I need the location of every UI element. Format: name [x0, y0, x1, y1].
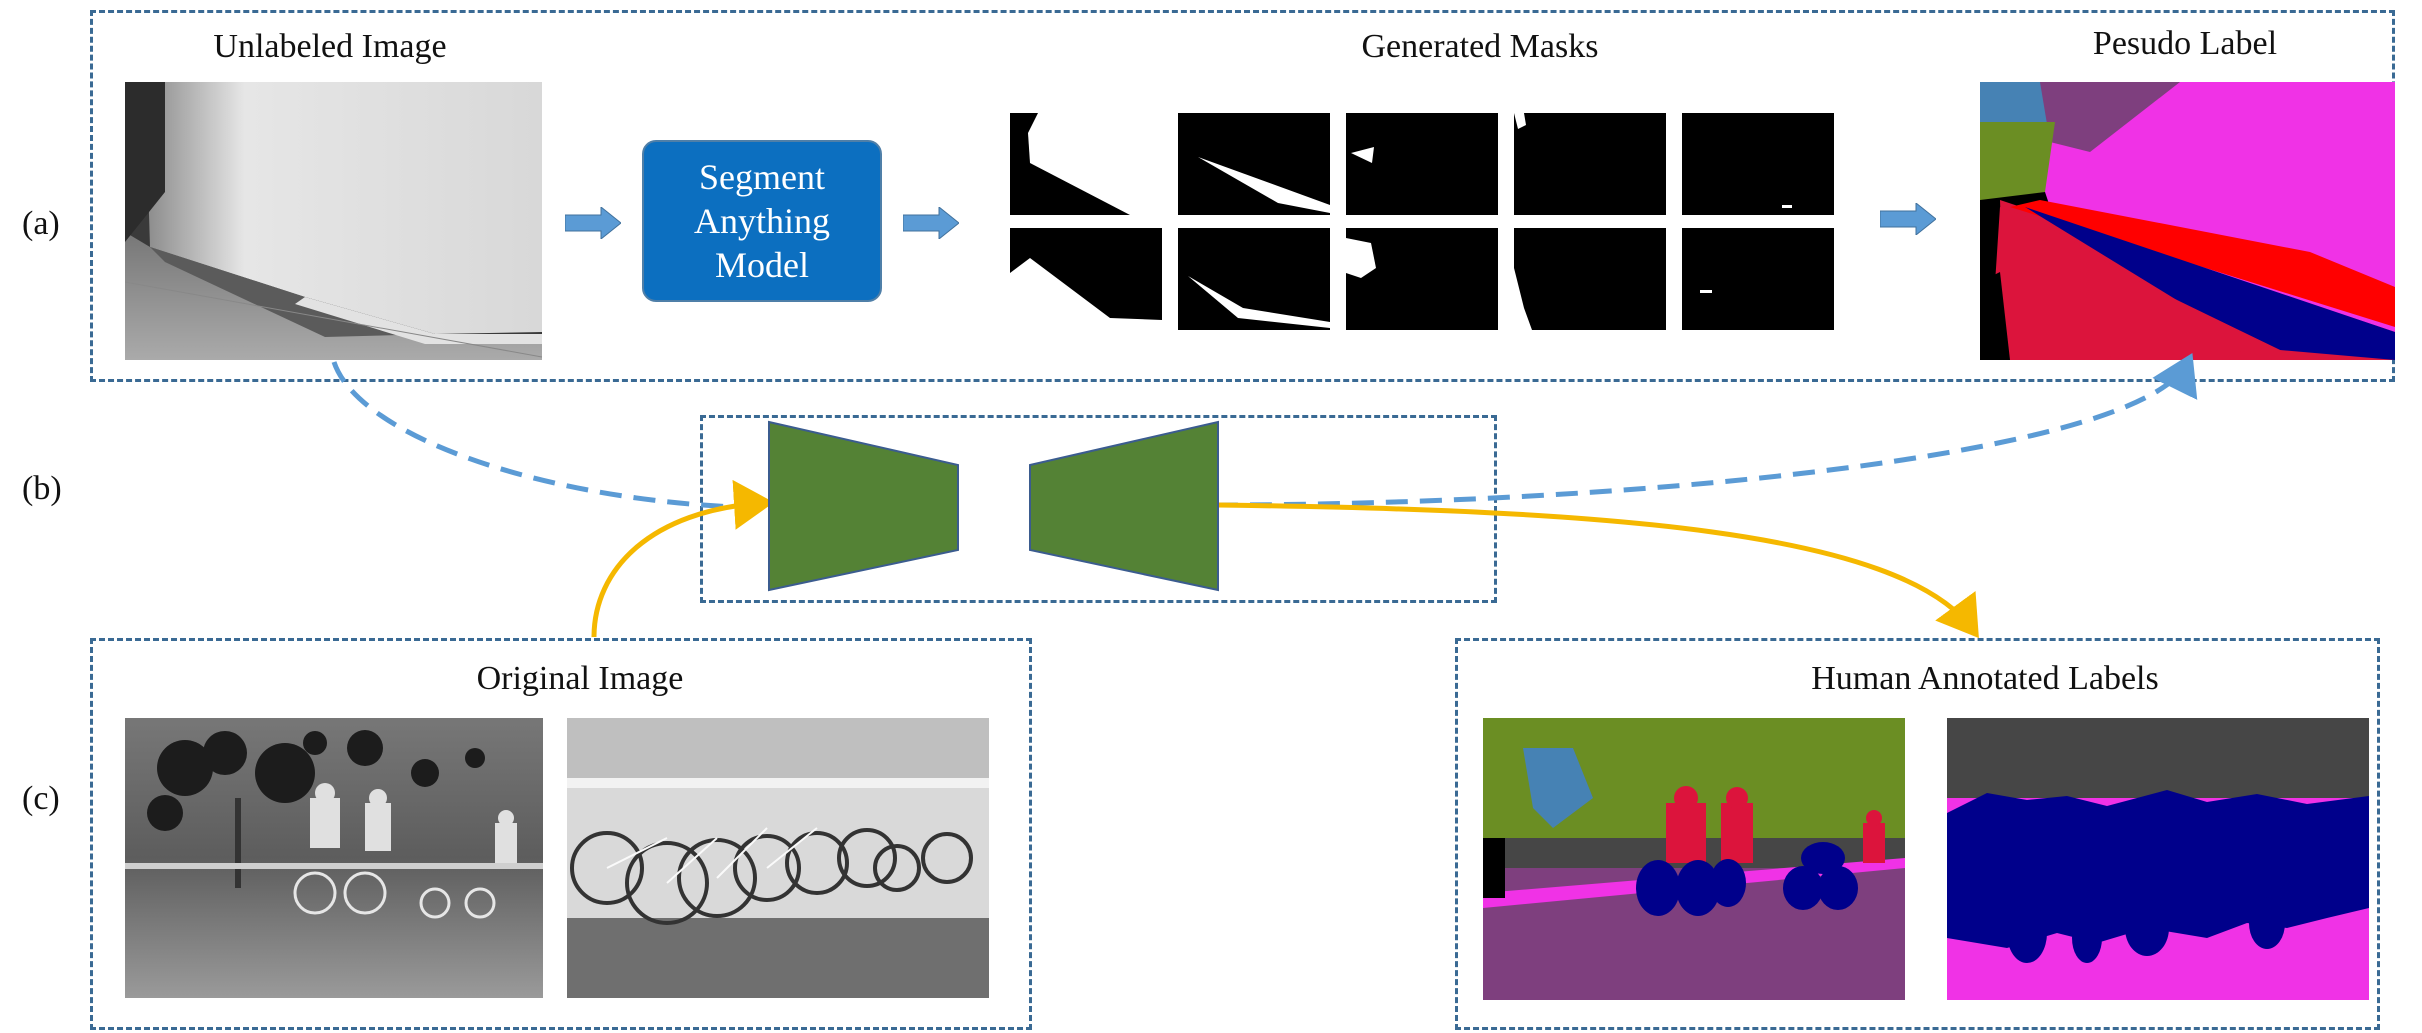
- mask-8: [1346, 228, 1498, 330]
- generated-masks-grid: [1010, 113, 1836, 333]
- mask-9: [1514, 228, 1666, 330]
- mask-1: [1010, 113, 1162, 215]
- original-image-2: [567, 718, 989, 998]
- unlabeled-thermal-image: [125, 82, 542, 360]
- yellow-arrow-to-encoder: [591, 479, 774, 638]
- dashed-arrow-to-pseudo-label: [1215, 353, 2198, 508]
- mask-4: [1514, 113, 1666, 215]
- pseudo-label-title: Pesudo Label: [2092, 25, 2278, 62]
- sam-line-2: Anything: [693, 201, 830, 241]
- mask-10: [1682, 228, 1834, 330]
- sam-line-1: Segment: [699, 157, 825, 197]
- encoder-block: [768, 420, 959, 592]
- sam-line-3: Model: [715, 245, 809, 285]
- block-arrow-1: [565, 207, 621, 239]
- panel-c-right-box: [1455, 638, 2380, 1030]
- mask-5: [1682, 113, 1834, 215]
- row-label-c: (c): [22, 780, 60, 817]
- mask-3: [1346, 113, 1498, 215]
- original-image-title: Original Image: [476, 660, 684, 697]
- dashed-arrow-to-encoder: [331, 361, 769, 511]
- panel-c-left-box: [90, 638, 1032, 1030]
- generated-masks-title: Generated Masks: [1361, 28, 1599, 65]
- pseudo-label-image: [1980, 82, 2395, 360]
- human-label-2: [1947, 718, 2369, 1000]
- panel-b-box: [700, 415, 1497, 603]
- mask-6: [1010, 228, 1162, 330]
- mask-7: [1178, 228, 1330, 330]
- original-image-1: [125, 718, 543, 998]
- human-label-1: [1483, 718, 1905, 1000]
- yellow-arrow-to-human-labels: [1217, 502, 1979, 639]
- decoder-block: [1029, 420, 1219, 592]
- unlabeled-image-title: Unlabeled Image: [213, 28, 447, 65]
- human-annotated-labels-title: Human Annotated Labels: [1811, 660, 2159, 697]
- row-label-a: (a): [22, 205, 60, 242]
- segment-anything-model-box: Segment Anything Model: [642, 140, 882, 302]
- row-label-b: (b): [22, 470, 62, 507]
- block-arrow-3: [1880, 203, 1936, 235]
- mask-2: [1178, 113, 1330, 215]
- block-arrow-2: [903, 207, 959, 239]
